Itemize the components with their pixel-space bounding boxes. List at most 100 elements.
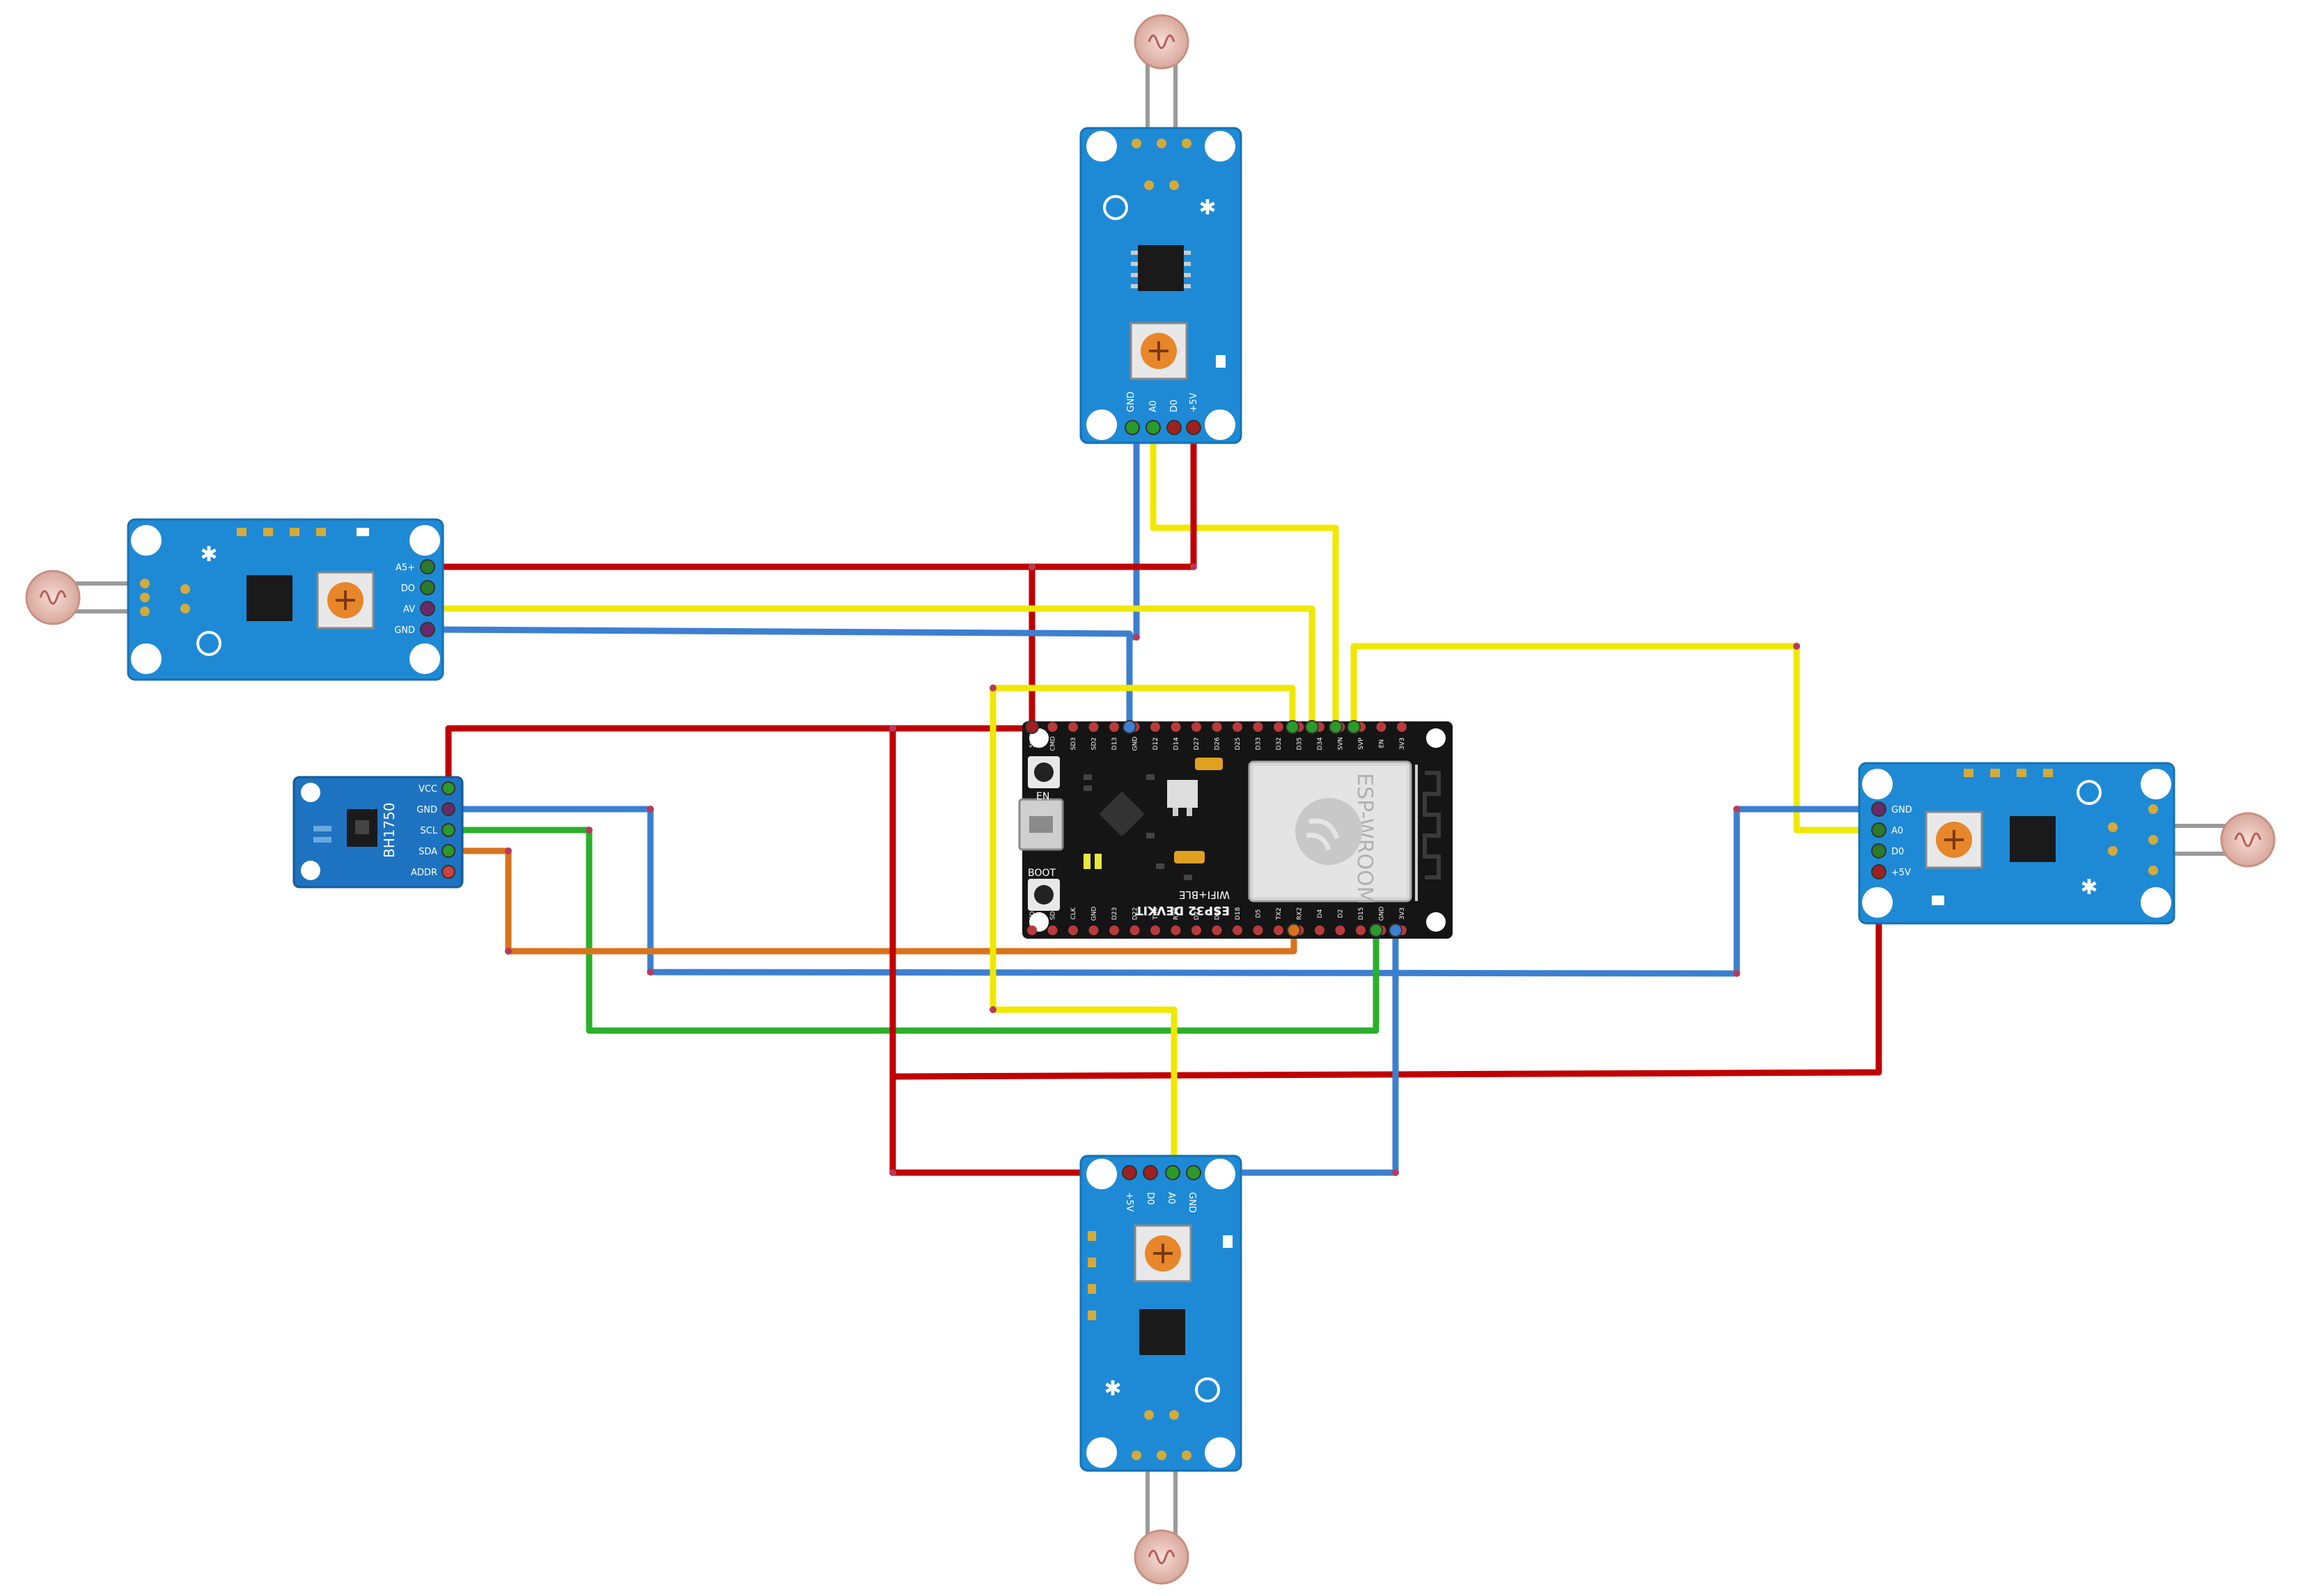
header-pin[interactable] (1109, 722, 1119, 732)
ic-chip (247, 575, 292, 621)
header-pin[interactable] (1150, 925, 1160, 935)
header-pin[interactable] (1068, 722, 1078, 732)
header-pin[interactable] (1047, 925, 1058, 935)
header-pin[interactable] (1088, 722, 1099, 732)
header-pin-label: D25 (1235, 737, 1242, 750)
header-pin-label: D22 (1132, 907, 1139, 920)
pin-vcc[interactable] (441, 781, 455, 795)
pin-d0[interactable] (1143, 1165, 1158, 1180)
pin-av[interactable] (420, 601, 435, 616)
pin-gnd[interactable] (1125, 420, 1140, 435)
header-pin[interactable] (1191, 722, 1201, 732)
pin-addr[interactable] (441, 865, 455, 879)
pin-scl[interactable] (441, 823, 455, 837)
header-pin[interactable] (1191, 925, 1201, 935)
header-pin-label: GND (1379, 907, 1386, 921)
ldr-module-right: ✱ GND A0 D0 +5V (1858, 762, 2276, 925)
header-pin[interactable] (1233, 925, 1242, 935)
pin-label: GND (1126, 391, 1136, 412)
header-pin-label: D15 (1358, 907, 1365, 920)
pin-label: A0 (1891, 826, 1903, 836)
bh1750-module: BH1750 VCC GND SCL SDA ADDR (292, 776, 464, 889)
pin-5v[interactable] (1871, 864, 1886, 879)
light-icon (196, 631, 221, 656)
header-pin[interactable] (1376, 722, 1386, 732)
wire-left-ao (424, 605, 1315, 730)
header-pin-label: CMD (1050, 736, 1057, 751)
header-pin[interactable] (1150, 722, 1160, 732)
board-label: ESP32 DEVKIT (1135, 903, 1230, 917)
wire-right-vcc (889, 868, 1882, 1080)
pin-a0[interactable] (1871, 822, 1886, 838)
header-pin[interactable] (1253, 722, 1263, 732)
pin-label: +5V (1189, 393, 1199, 412)
pin-label: D0 (1891, 847, 1904, 857)
header-pin[interactable] (1088, 925, 1099, 935)
pin-sda[interactable] (441, 844, 455, 858)
header-pin-label: TX0 (1152, 907, 1159, 921)
header-pin[interactable] (1027, 925, 1037, 935)
gear-icon: ✱ (200, 542, 217, 567)
photoresistor-icon (2220, 812, 2276, 868)
header-pin-label: D32 (1276, 737, 1283, 750)
header-pin[interactable] (1356, 925, 1366, 935)
pin-gnd[interactable] (441, 802, 455, 816)
header-pin[interactable] (1109, 925, 1119, 935)
header-pin[interactable] (1212, 925, 1222, 935)
pin-label: +5V (1891, 868, 1911, 878)
pin-d0[interactable] (1166, 420, 1182, 435)
pin-5v[interactable] (1186, 420, 1201, 435)
photoresistor-icon (25, 570, 81, 625)
header-pin[interactable] (1212, 722, 1222, 732)
pin-gnd[interactable] (1871, 801, 1886, 817)
pin-label: A0 (1148, 400, 1159, 412)
pin-a0[interactable] (1146, 420, 1161, 435)
pin-label: GND (1187, 1192, 1197, 1213)
pin-label: SDA (419, 847, 437, 857)
header-pin[interactable] (1047, 722, 1058, 732)
pin-label: +5V (1124, 1192, 1134, 1212)
pin-label: DO (401, 584, 415, 594)
header-pin[interactable] (1315, 925, 1324, 935)
pin-label: A5+ (396, 563, 415, 573)
header-pin-label: SVN (1338, 737, 1345, 751)
header-pin-label: RX0 (1173, 907, 1180, 920)
header-pin[interactable] (1274, 722, 1283, 732)
header-pin-label: D26 (1214, 737, 1221, 751)
header-pin[interactable] (1335, 925, 1345, 935)
pin-a5[interactable] (420, 559, 435, 574)
ldr-module-left: ✱ A5+ DO AV GND (25, 518, 444, 681)
header-pin[interactable] (1171, 925, 1181, 935)
pin-label: D0 (1169, 400, 1180, 412)
ic-chip (1139, 1309, 1185, 1355)
pin-a0[interactable] (1165, 1165, 1180, 1180)
header-pin-label: SD3 (1070, 737, 1077, 750)
header-pin[interactable] (1130, 925, 1140, 935)
pin-d0[interactable] (1871, 843, 1886, 859)
light-icon (2077, 780, 2102, 805)
pin-gnd[interactable] (420, 622, 435, 637)
header-pin-label: D34 (1317, 737, 1324, 751)
header-pin-label: TX2 (1276, 907, 1283, 920)
pin-do[interactable] (420, 580, 435, 595)
esp32-connection-pins (1025, 720, 1402, 937)
header-pin[interactable] (1274, 925, 1283, 935)
header-pin[interactable] (1068, 925, 1078, 935)
header-pin-label: D19 (1214, 907, 1221, 921)
header-pin[interactable] (1233, 722, 1242, 732)
header-pin-label: SVP (1358, 737, 1365, 750)
pin-gnd[interactable] (1186, 1165, 1201, 1180)
header-pin-label: GND (1091, 907, 1098, 921)
header-pin-label: D4 (1317, 909, 1324, 918)
header-pin[interactable] (1397, 722, 1407, 732)
header-pin[interactable] (1253, 925, 1263, 935)
ldr-module-top: ✱ GND A0 D0 +5V (1079, 14, 1242, 444)
gear-icon: ✱ (1198, 196, 1216, 220)
pin-label: A0 (1166, 1192, 1176, 1204)
pin-5v[interactable] (1122, 1165, 1137, 1180)
header-pin[interactable] (1171, 722, 1181, 732)
ldr-module-bottom: ✱ +5V D0 A0 GND (1079, 1155, 1242, 1585)
pin-label: GND (416, 805, 437, 815)
header-pin-label: 5V (1029, 739, 1036, 748)
